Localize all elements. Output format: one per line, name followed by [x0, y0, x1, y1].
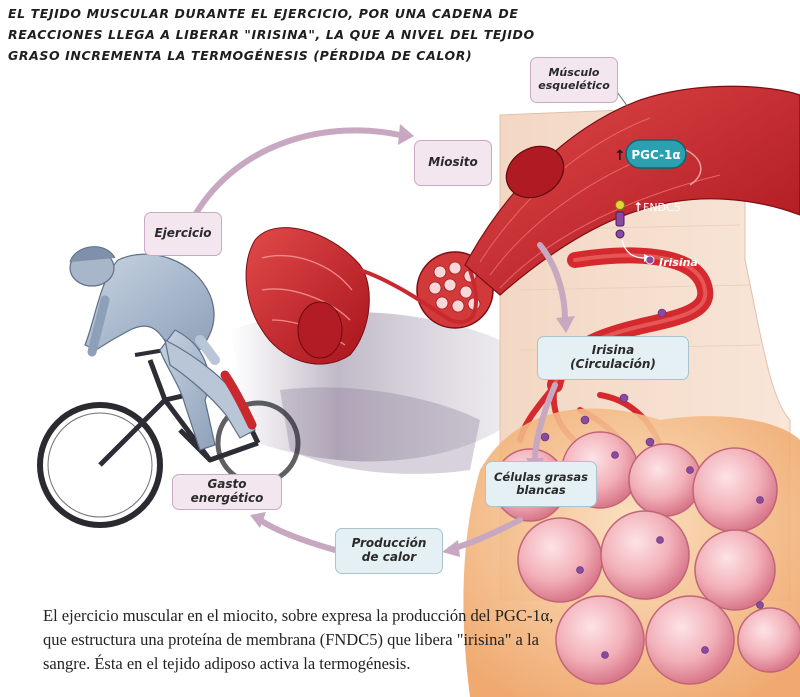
irisina-vessel-tag: Irisina [645, 255, 698, 269]
produccion-calor-line1: Producción [351, 536, 427, 551]
caption-line-3: sangre. Ésta en el tejido adiposo activa… [43, 654, 411, 673]
fat-tissue [463, 408, 800, 697]
irisina-vessel-label: Irisina [659, 256, 698, 269]
celulas-grasas-line1: Células grasas [493, 469, 589, 484]
irisina-circulacion-line2: (Circulación) [570, 357, 656, 371]
irisina-particles [540, 308, 667, 447]
title-line-2: REACCIONES LLEGA A LIBERAR "IRISINA", LA… [8, 27, 535, 42]
caption-line-2: que estructura una proteína de membrana … [43, 630, 539, 649]
pgc1a-molecule: PGC-1α ↑ [614, 139, 702, 186]
muscle-fiber [464, 85, 800, 296]
label-produccion-calor: Producción de calor [335, 528, 443, 574]
label-miosito: Miosito [414, 140, 492, 186]
pgc1a-label: PGC-1α [631, 148, 680, 162]
musculo-line2: esquelético [538, 79, 610, 92]
label-celulas-grasas: Células grasas blancas [485, 461, 597, 507]
gasto-energetico-text: Gasto energético [190, 477, 264, 505]
title-line-1: EL TEJIDO MUSCULAR DURANTE EL EJERCICIO,… [8, 6, 519, 21]
title-line-3: GRASO INCREMENTA LA TERMOGÉNESIS (PÉRDID… [8, 48, 473, 63]
fndc5-up-arrow: ↑ [633, 200, 643, 214]
caption-line-1: El ejercicio muscular en el miocito, sob… [43, 606, 554, 625]
irisina-circulacion-line1: Irisina [591, 343, 635, 358]
label-musculo-esqueletico: Músculo esquelético [530, 57, 618, 103]
celulas-grasas-line2: blancas [516, 483, 566, 497]
miosito-text: Miosito [428, 155, 478, 170]
cyclist [37, 246, 301, 528]
muscle-bundle [245, 227, 494, 365]
ejercicio-text: Ejercicio [154, 226, 212, 241]
process-arrows [192, 127, 568, 553]
label-irisina-circulacion: Irisina (Circulación) [537, 336, 689, 380]
musculo-line1: Músculo [548, 66, 600, 80]
pgc1a-up-arrow: ↑ [614, 148, 626, 164]
label-gasto-energetico: Gasto energético [172, 474, 282, 510]
label-ejercicio: Ejercicio [144, 212, 222, 256]
produccion-calor-line2: de calor [361, 550, 417, 564]
fndc5-label: FNDC5 [643, 201, 681, 214]
